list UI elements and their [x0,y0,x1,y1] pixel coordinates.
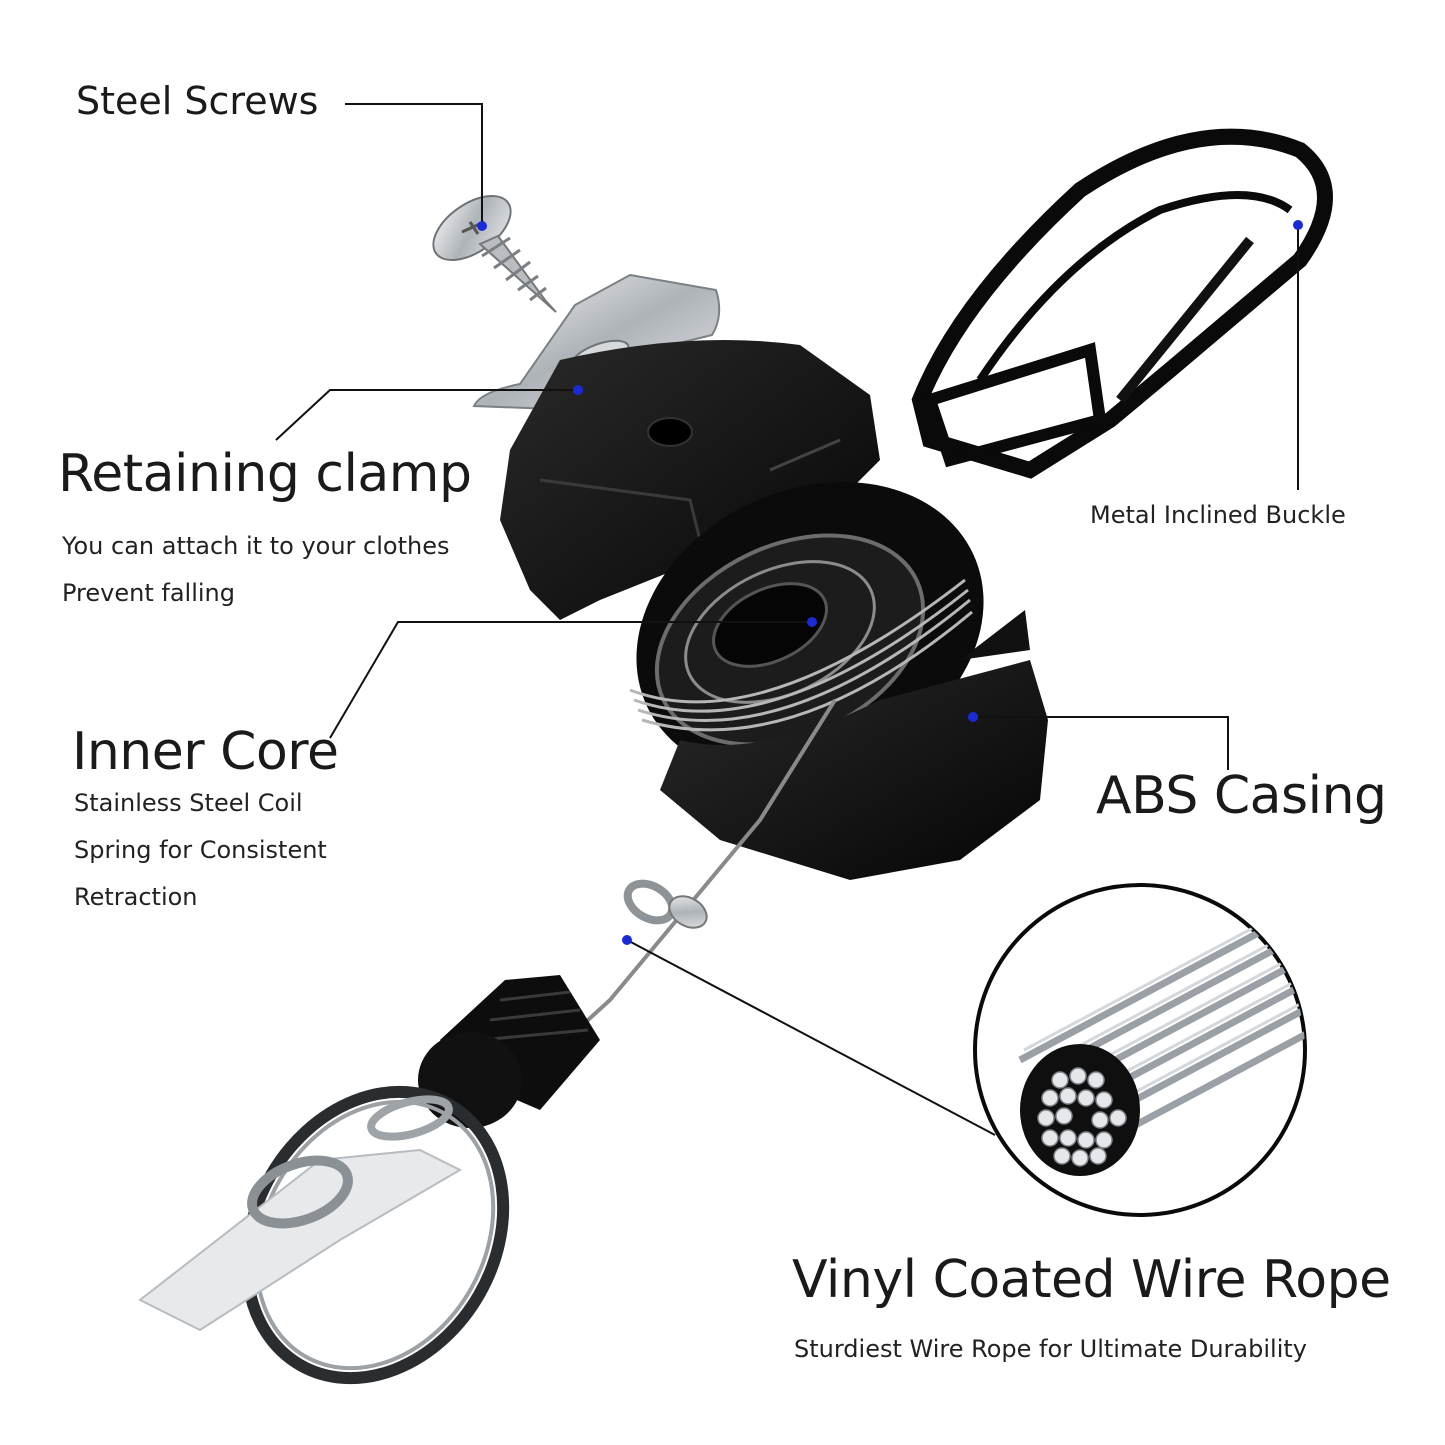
stopper-shape [418,975,600,1128]
anchor-dot-inner-core [807,617,817,627]
desc-retaining-clamp-1: You can attach it to your clothes [62,532,450,560]
anchor-dot-wire-rope [622,935,632,945]
label-vinyl-coated-wire-rope: Vinyl Coated Wire Rope [792,1250,1391,1310]
desc-inner-core-1: Stainless Steel Coil [74,789,303,817]
label-abs-casing: ABS Casing [1096,766,1387,826]
anchor-dot-steel-screws [477,221,487,231]
anchor-dots [477,220,1303,945]
label-metal-inclined-buckle: Metal Inclined Buckle [1090,501,1346,529]
anchor-dot-metal-inclined-buckle [1293,220,1303,230]
leader-line-abs-casing [973,716,1229,770]
desc-inner-core-2: Spring for Consistent [74,836,327,864]
desc-retaining-clamp-2: Prevent falling [62,579,235,607]
top-casing-shape [500,340,880,620]
label-inner-core: Inner Core [72,722,339,782]
anchor-dot-retaining-clamp [573,385,583,395]
leader-line-retaining-clamp [275,389,578,441]
leader-line-wire-rope [626,939,996,1136]
desc-vinyl-coated-wire-rope: Sturdiest Wire Rope for Ultimate Durabil… [794,1335,1307,1363]
desc-inner-core-3: Retraction [74,883,198,911]
label-retaining-clamp: Retaining clamp [58,444,472,504]
anchor-dot-abs-casing [968,712,978,722]
strap-shape [138,1095,463,1332]
leader-lines [275,103,1299,1136]
washer-shape [623,879,708,929]
wire-rope-closeup [973,883,1307,1217]
leader-line-inner-core [329,621,812,739]
label-steel-screws: Steel Screws [76,79,319,123]
steel-screw-shape [432,195,557,313]
carabiner-shape [911,128,1333,479]
leader-line-steel-screws [345,103,483,226]
